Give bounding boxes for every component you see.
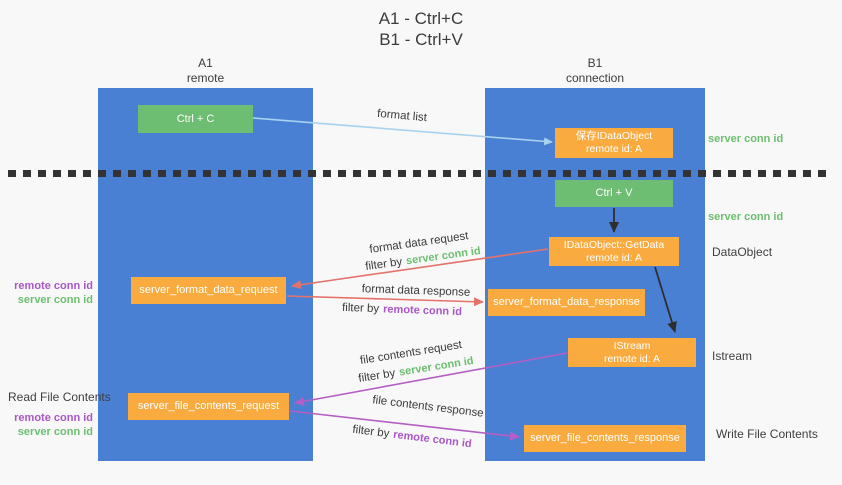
server-file-contents-response-box: server_file_contents_response: [524, 425, 686, 452]
filter-by-text: filter by: [357, 367, 397, 386]
server-conn-id-annotation: server conn id: [17, 426, 93, 438]
lifeline-header-b1: B1 connection: [485, 56, 705, 86]
file-conn-id-annotations: remote conn id server conn id: [8, 411, 93, 439]
save-dataobject-line2: remote id: A: [585, 143, 643, 155]
server-format-data-request-label: server_format_data_request: [139, 284, 278, 296]
lifeline-b1-role: connection: [565, 71, 625, 85]
filter-by-text: filter by: [364, 255, 403, 274]
format-data-response-label: format data response: [361, 283, 471, 299]
server-conn-id-annotation: server conn id: [17, 294, 93, 306]
ctrl-v-label: Ctrl + V: [595, 187, 633, 199]
server-format-data-request-box: server_format_data_request: [131, 277, 286, 304]
remote-conn-id-text: remote conn id: [392, 428, 473, 451]
format-list-label: format list: [376, 107, 428, 125]
filter-by-text: filter by: [341, 301, 380, 316]
istream-line1: IStream: [613, 339, 651, 352]
lifeline-a1-role: remote: [186, 71, 225, 85]
save-dataobject-line1: 保存IDataObject: [575, 130, 653, 142]
write-file-contents-annotation: Write File Contents: [716, 427, 818, 441]
server-conn-id-annotation-mid: server conn id: [708, 211, 784, 223]
server-file-contents-request-label: server_file_contents_request: [137, 400, 280, 412]
dotted-separator-line: [8, 170, 828, 177]
read-file-contents-annotation: Read File Contents: [8, 390, 111, 404]
file-contents-response-label: file contents response: [371, 394, 485, 420]
diagram-title: A1 - Ctrl+C B1 - Ctrl+V: [0, 8, 842, 50]
istream-annotation: Istream: [712, 349, 753, 363]
lifeline-b1-name: B1: [587, 56, 603, 70]
filter-by-text: filter by: [351, 423, 391, 441]
ctrl-c-label: Ctrl + C: [176, 112, 215, 125]
istream-box: IStream remote id: A: [568, 338, 696, 367]
remote-conn-id-text: remote conn id: [382, 303, 463, 319]
ctrl-v-box: Ctrl + V: [555, 180, 673, 207]
format-conn-id-annotations: remote conn id server conn id: [8, 279, 93, 307]
ctrl-c-box: Ctrl + C: [138, 105, 253, 133]
lifeline-a1-name: A1: [198, 56, 213, 70]
getdata-box: IDataObject::GetData remote id: A: [549, 237, 679, 266]
istream-line2: remote id: A: [603, 352, 661, 365]
server-format-data-response-label: server_format_data_response: [493, 296, 640, 308]
lifeline-header-a1: A1 remote: [98, 56, 313, 86]
title-line-1: A1 - Ctrl+C: [378, 9, 464, 28]
getdata-line2: remote id: A: [585, 251, 643, 264]
getdata-line1: IDataObject::GetData: [563, 238, 665, 251]
save-dataobject-box: 保存IDataObject remote id: A: [555, 128, 673, 158]
server-file-contents-response-label: server_file_contents_response: [530, 432, 680, 444]
remote-conn-id-annotation: remote conn id: [14, 412, 93, 424]
remote-conn-id-annotation: remote conn id: [14, 280, 93, 292]
server-format-data-response-box: server_format_data_response: [488, 289, 645, 316]
server-file-contents-request-box: server_file_contents_request: [128, 393, 289, 420]
dataobject-annotation: DataObject: [712, 245, 773, 259]
title-line-2: B1 - Ctrl+V: [379, 30, 463, 49]
server-conn-id-annotation-top: server conn id: [708, 133, 784, 145]
